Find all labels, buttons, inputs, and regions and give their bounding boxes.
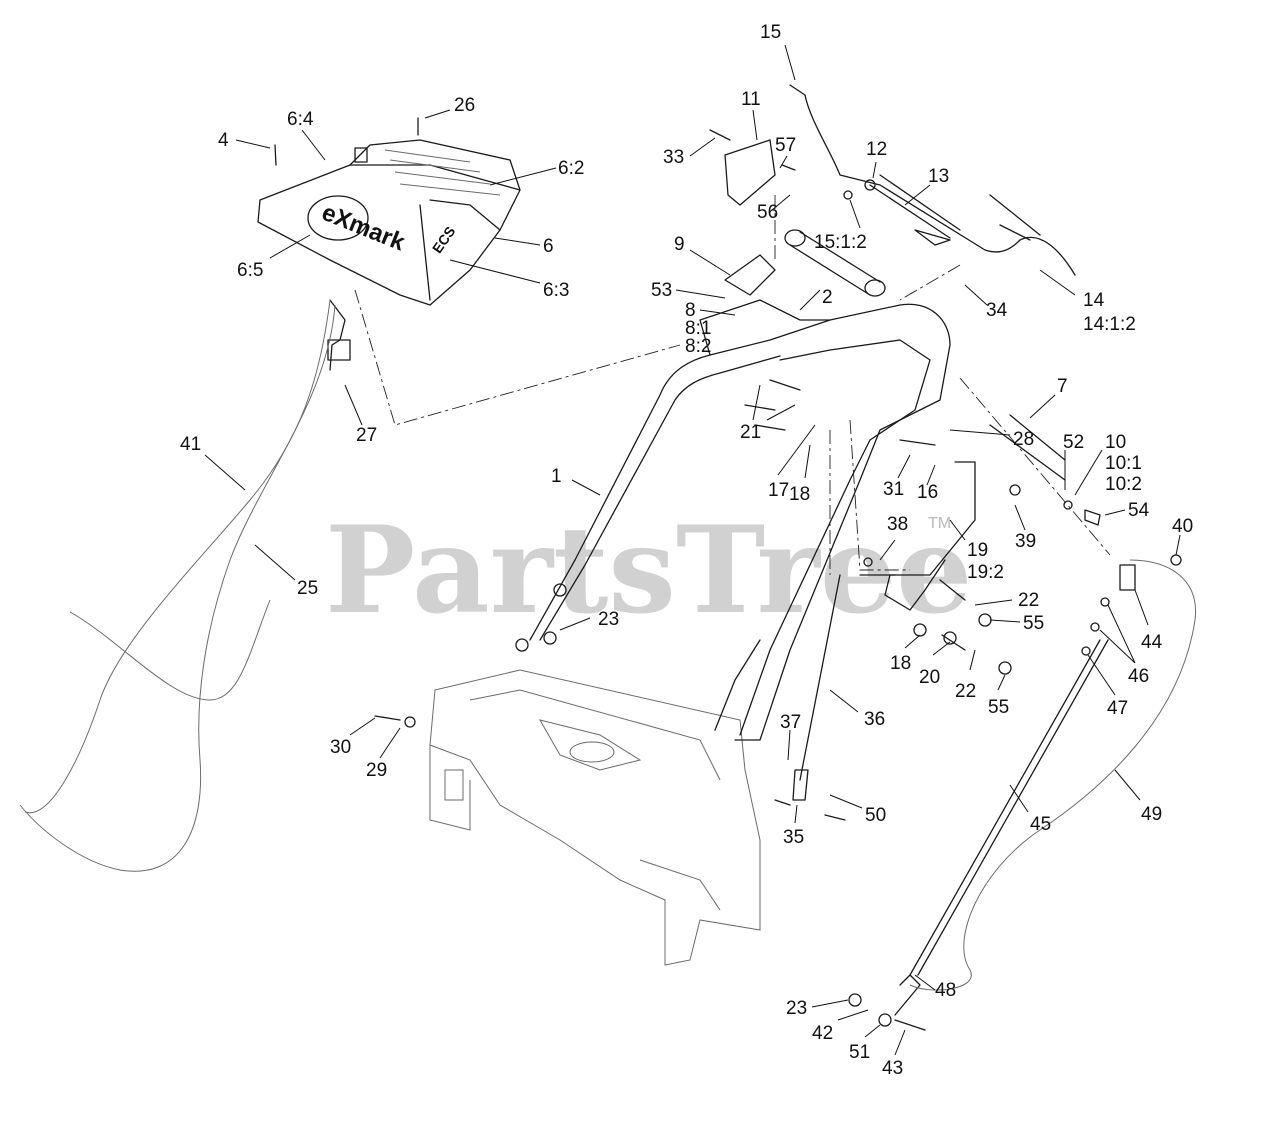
throttle-assembly (327, 299, 351, 371)
callout-47: 47 (1107, 698, 1128, 719)
callout-22-lower: 22 (955, 681, 976, 702)
control-panel: eXmark ECS (257, 139, 521, 306)
callout-41: 41 (180, 434, 201, 455)
callout-8: 8 (685, 300, 696, 321)
callout-49: 49 (1141, 804, 1162, 825)
callout-35: 35 (783, 827, 804, 848)
callout-56: 56 (757, 202, 778, 223)
callout-6: 6 (543, 236, 554, 257)
callout-10-2: 10:2 (1105, 474, 1142, 495)
callout-27: 27 (356, 425, 377, 446)
callout-52: 52 (1063, 432, 1084, 453)
callout-55-upper: 55 (1023, 613, 1044, 634)
brand-logo-text: eXmark (318, 199, 409, 257)
callout-14: 14 (1083, 290, 1105, 311)
drive-cable-49 (909, 559, 1197, 991)
callout-9: 9 (674, 234, 685, 255)
callout-28: 28 (1013, 429, 1034, 450)
callout-42: 42 (812, 1023, 833, 1044)
callout-54: 54 (1128, 500, 1150, 521)
callout-36: 36 (864, 709, 885, 730)
callout-19: 19 (967, 540, 988, 561)
callout-30: 30 (330, 737, 351, 758)
callout-51: 51 (849, 1042, 870, 1063)
hardware-bolts (274, 117, 1182, 1007)
callout-43: 43 (882, 1058, 903, 1079)
callout-6-2: 6:2 (558, 158, 584, 179)
callout-17: 17 (768, 480, 789, 501)
callout-leaders (204, 44, 1181, 1056)
callout-45: 45 (1030, 814, 1051, 835)
watermark-text: PartsTree (325, 500, 972, 641)
callout-37: 37 (780, 712, 801, 733)
callout-46: 46 (1128, 666, 1149, 687)
callout-13: 13 (928, 166, 949, 187)
grip-tube (784, 229, 886, 297)
callout-55-lower: 55 (988, 697, 1009, 718)
callout-48: 48 (935, 980, 956, 1001)
callout-23-lower: 23 (786, 998, 807, 1019)
callout-21: 21 (740, 422, 761, 443)
callout-11: 11 (741, 89, 761, 110)
callout-6-5: 6:5 (237, 260, 263, 281)
callout-10: 10 (1105, 432, 1126, 453)
switch-bracket (724, 139, 776, 296)
callout-23-upper: 23 (598, 609, 619, 630)
cables (19, 299, 336, 872)
callout-12: 12 (866, 139, 887, 160)
callout-15-1-2: 15:1:2 (814, 232, 867, 253)
callout-15: 15 (760, 22, 781, 43)
callout-6-4: 6:4 (287, 109, 314, 130)
callout-53: 53 (651, 280, 672, 301)
callout-8-2: 8:2 (685, 336, 711, 357)
callout-39: 39 (1015, 531, 1036, 552)
callout-7: 7 (1057, 376, 1068, 397)
frame-chassis (429, 669, 761, 966)
callout-33: 33 (663, 147, 684, 168)
callout-4: 4 (218, 130, 229, 151)
callout-20: 20 (919, 667, 940, 688)
callout-14-1-2: 14:1:2 (1083, 314, 1136, 335)
ecs-logo-text: ECS (429, 223, 459, 256)
callout-18-upper: 18 (789, 484, 810, 505)
callout-19-2: 19:2 (967, 562, 1004, 583)
callout-57: 57 (775, 135, 796, 156)
callout-16: 16 (917, 482, 938, 503)
watermark-trademark: TM (928, 515, 951, 532)
brand-logo: eXmark (307, 195, 409, 257)
callout-34: 34 (986, 300, 1008, 321)
callout-44: 44 (1141, 632, 1163, 653)
callout-50: 50 (865, 805, 886, 826)
callout-25: 25 (297, 578, 318, 599)
callout-1: 1 (551, 466, 562, 487)
callout-18-lower: 18 (890, 653, 911, 674)
callout-8-1: 8:1 (685, 318, 711, 339)
callout-labels: 15 11 26 6:4 4 33 57 12 13 6:2 56 15:1:2… (180, 22, 1193, 1079)
callout-6-3: 6:3 (543, 280, 569, 301)
callout-10-1: 10:1 (1105, 453, 1142, 474)
dash-lines (354, 195, 1111, 575)
callout-2: 2 (822, 287, 833, 308)
callout-29: 29 (366, 760, 387, 781)
callout-26: 26 (454, 95, 475, 116)
ecs-logo: ECS (429, 223, 459, 256)
callout-38: 38 (887, 514, 908, 535)
parking-brake-lever (792, 461, 976, 801)
handle-frame (529, 299, 951, 741)
callout-22-upper: 22 (1018, 590, 1039, 611)
control-levers (789, 84, 1076, 276)
callout-40: 40 (1172, 516, 1193, 537)
callout-31: 31 (883, 479, 904, 500)
